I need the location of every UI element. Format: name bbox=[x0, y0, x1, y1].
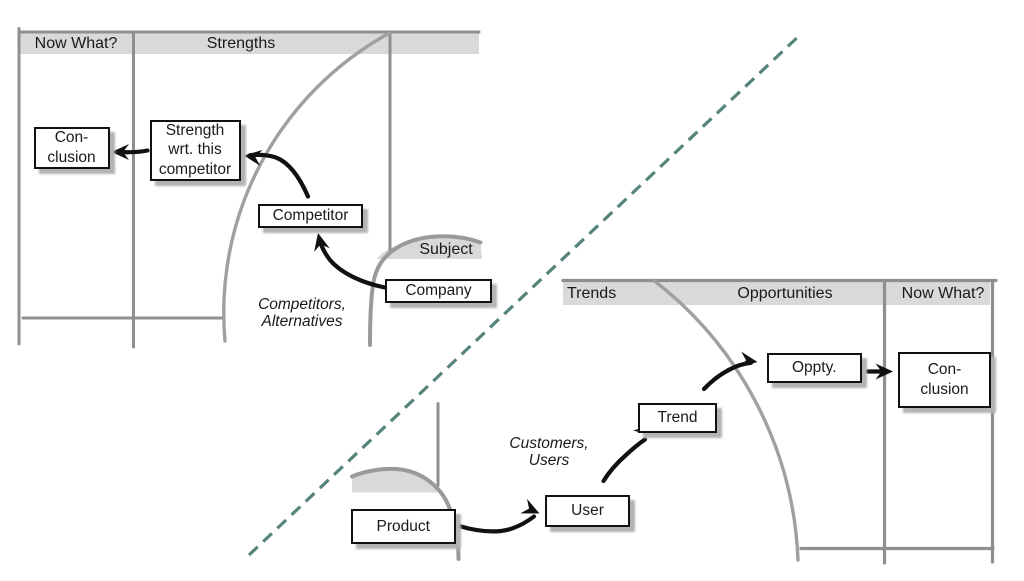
trend-box: Trend bbox=[638, 403, 717, 433]
top-header-strengths: Strengths bbox=[206, 35, 276, 52]
arrow-shaft bbox=[601, 437, 648, 484]
bottom-header-opportunities: Opportunities bbox=[737, 285, 833, 302]
arrow-shaft bbox=[701, 360, 754, 392]
arrow-head bbox=[739, 351, 758, 368]
subject-corner-band bbox=[377, 237, 482, 259]
subject-label: Subject bbox=[419, 241, 473, 258]
top-scan-arc bbox=[222, 31, 392, 343]
conclusion-box-bottom: Con- clusion bbox=[898, 351, 991, 408]
arrow-oppty-to-conclusion bbox=[865, 363, 893, 380]
bottom-header-trends: Trends bbox=[567, 285, 617, 302]
arrow-strength-to-conclusion bbox=[111, 144, 150, 160]
arrow-company-to-competitor bbox=[314, 233, 388, 290]
arrow-head bbox=[111, 144, 129, 160]
subject-arc bbox=[368, 234, 483, 347]
bottom-scan-arc bbox=[652, 278, 800, 562]
arrow-head bbox=[314, 233, 330, 252]
bottom-header-now-what: Now What? bbox=[901, 285, 985, 302]
strength-box: Strength wrt. this competitor bbox=[149, 119, 241, 181]
arrow-head bbox=[875, 363, 893, 380]
arrow-head bbox=[244, 150, 263, 166]
competitors-alternatives-label: Competitors, Alternatives bbox=[258, 296, 346, 330]
arrow-shaft bbox=[247, 152, 311, 199]
arrow-shaft bbox=[456, 514, 537, 534]
oppty-box: Oppty. bbox=[766, 353, 862, 383]
user-box: User bbox=[545, 495, 630, 527]
customers-users-label: Customers, Users bbox=[509, 435, 589, 469]
company-box: Company bbox=[385, 279, 492, 303]
top-header-now-what: Now What? bbox=[34, 35, 118, 52]
arrow-product-to-user bbox=[456, 498, 540, 534]
product-box: Product bbox=[350, 509, 456, 544]
arrow-shaft bbox=[317, 237, 388, 290]
diagonal-divider-dashed-line bbox=[247, 32, 803, 557]
arrow-trend-to-oppty bbox=[701, 351, 758, 392]
arrow-competitor-to-strength bbox=[244, 150, 311, 199]
arrow-head bbox=[520, 498, 540, 514]
competitor-box: Competitor bbox=[258, 204, 363, 228]
conclusion-box-top: Con- clusion bbox=[33, 126, 110, 169]
